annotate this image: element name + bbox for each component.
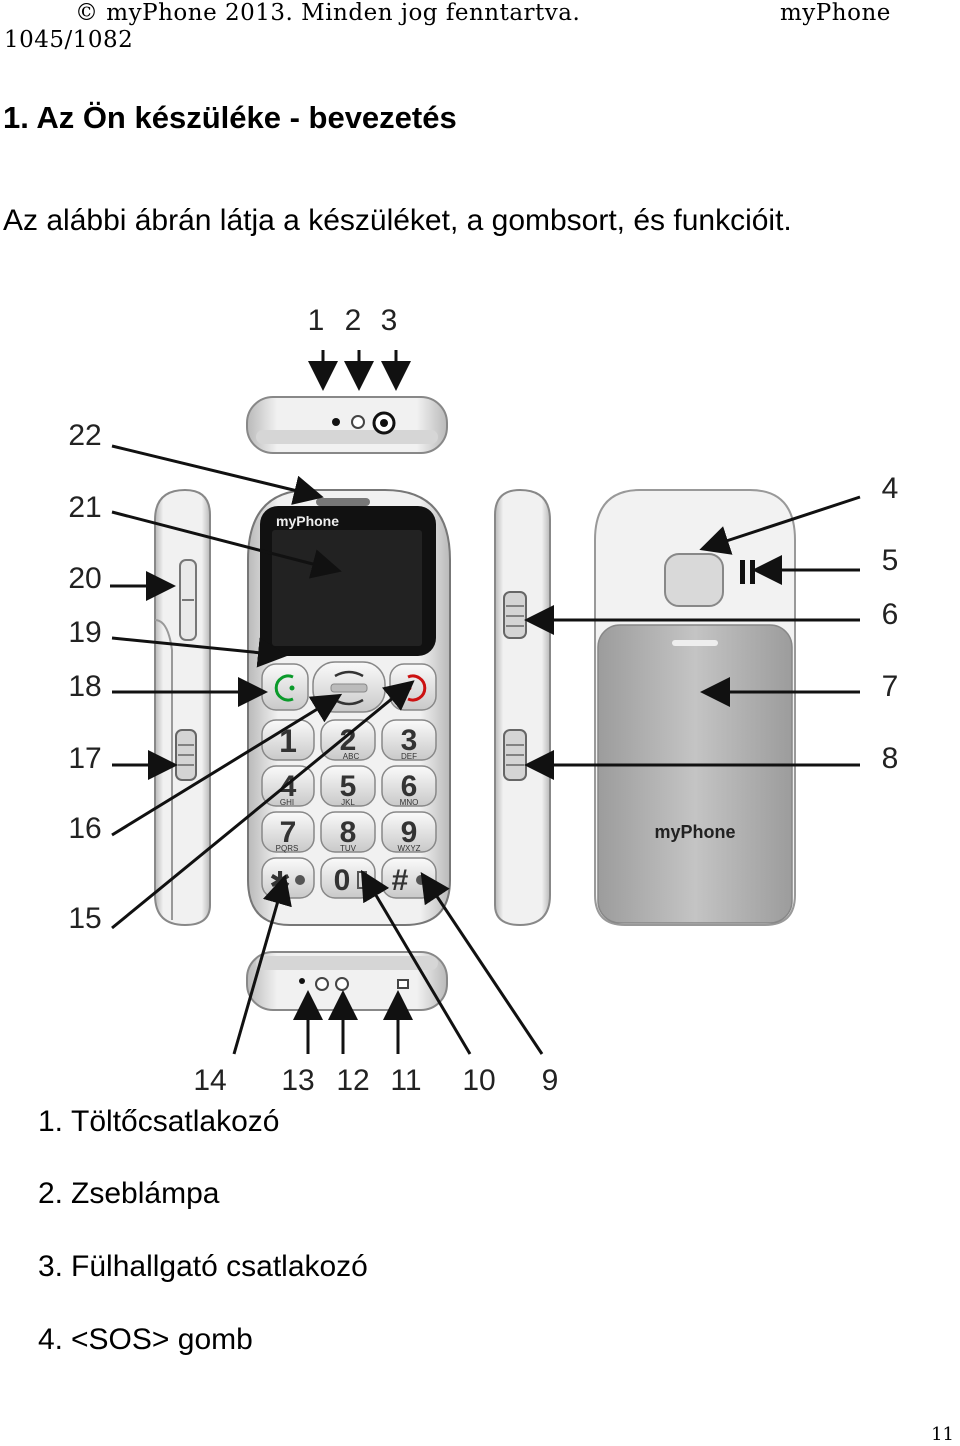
callout-14: 14 bbox=[193, 1064, 226, 1097]
phone-left-side-view bbox=[154, 488, 211, 927]
callout-18: 18 bbox=[68, 670, 101, 703]
callout-22: 22 bbox=[68, 419, 101, 452]
key-8-letters: TUV bbox=[340, 844, 357, 853]
battery-cover bbox=[597, 624, 793, 924]
callout-2: 2 bbox=[345, 304, 362, 337]
key-7-letters: PQRS bbox=[276, 844, 299, 853]
legend-item: 4.<SOS> gomb bbox=[38, 1323, 253, 1357]
callout-7: 7 bbox=[882, 670, 899, 703]
callout-1: 1 bbox=[308, 304, 325, 337]
legend-number: 3. bbox=[38, 1250, 64, 1283]
back-logo-text: myPhone bbox=[654, 822, 735, 842]
flashlight-switch-icon bbox=[503, 591, 527, 639]
callout-9: 9 bbox=[542, 1064, 559, 1097]
call-icon bbox=[274, 674, 294, 702]
page-number: 11 bbox=[931, 1424, 954, 1445]
key-1: 1 bbox=[279, 723, 297, 759]
callout-4: 4 bbox=[882, 472, 899, 505]
end-button bbox=[389, 663, 437, 711]
key-8: 8 bbox=[340, 816, 357, 849]
phone-top-view bbox=[246, 396, 448, 454]
callout-11: 11 bbox=[390, 1064, 421, 1097]
callout-16: 16 bbox=[68, 812, 101, 845]
legend-item: 2.Zseblámpa bbox=[38, 1177, 219, 1211]
key-9-letters: WXYZ bbox=[397, 844, 420, 853]
legend-number: 4. bbox=[38, 1323, 64, 1356]
key-7: 7 bbox=[280, 816, 297, 849]
key-5: 5 bbox=[340, 770, 357, 803]
phone-bottom-view bbox=[246, 951, 448, 1011]
section-title: 1. Az Ön készüléke - bevezetés bbox=[3, 100, 457, 135]
key-hash: # bbox=[392, 864, 409, 897]
legend-text: Fülhallgató csatlakozó bbox=[71, 1250, 368, 1283]
key-6-letters: MNO bbox=[400, 798, 419, 807]
callout-21: 21 bbox=[68, 491, 101, 524]
callout-13: 13 bbox=[281, 1064, 314, 1097]
legend-text: <SOS> gomb bbox=[71, 1323, 253, 1356]
logo-text: myPhone bbox=[276, 513, 339, 529]
key-4: 4 bbox=[280, 770, 297, 803]
key-6: 6 bbox=[401, 770, 418, 803]
key-2-letters: ABC bbox=[343, 752, 360, 761]
key-0: 0 bbox=[334, 864, 351, 897]
callout-17: 17 bbox=[68, 742, 101, 775]
legend-item: 3.Fülhallgató csatlakozó bbox=[38, 1250, 368, 1284]
key-4-letters: GHI bbox=[280, 798, 294, 807]
legend-text: Zseblámpa bbox=[71, 1177, 220, 1210]
callout-6: 6 bbox=[882, 598, 899, 631]
header-copyright: © myPhone 2013. Minden jog fenntartva. bbox=[75, 0, 581, 26]
phone-diagram: myPhone 1 2 ABC 3 DEF 4 GHI 5 JKL bbox=[68, 304, 898, 1097]
callout-20: 20 bbox=[68, 562, 101, 595]
key-3-letters: DEF bbox=[401, 752, 417, 761]
legend-number: 1. bbox=[38, 1105, 64, 1138]
phone-back-view: myPhone bbox=[594, 489, 796, 926]
callout-arrows bbox=[110, 350, 861, 1055]
charging-port-icon bbox=[332, 418, 340, 426]
legend-text: Töltőcsatlakozó bbox=[71, 1105, 280, 1138]
callout-19: 19 bbox=[68, 616, 101, 649]
callout-12: 12 bbox=[336, 1064, 369, 1097]
phone-right-side-view bbox=[494, 488, 551, 927]
callout-10: 10 bbox=[462, 1064, 495, 1097]
legend-number: 2. bbox=[38, 1177, 64, 1210]
legend-item: 1.Töltőcsatlakozó bbox=[38, 1105, 279, 1139]
speaker-icon bbox=[740, 560, 745, 584]
header-model: 1045/1082 bbox=[4, 27, 134, 53]
callout-8: 8 bbox=[882, 742, 899, 775]
callout-15: 15 bbox=[68, 902, 101, 935]
sos-button-icon bbox=[664, 553, 724, 607]
key-3: 3 bbox=[401, 724, 418, 757]
callout-5: 5 bbox=[882, 544, 899, 577]
call-button bbox=[261, 663, 309, 711]
callout-numbers: 1 2 3 4 5 6 7 8 9 10 11 12 13 14 15 16 1… bbox=[68, 304, 898, 1097]
key-9: 9 bbox=[401, 816, 418, 849]
earpiece-icon bbox=[316, 498, 370, 506]
phone-front-view: myPhone 1 2 ABC 3 DEF 4 GHI 5 JKL bbox=[247, 489, 451, 926]
key-5-letters: JKL bbox=[341, 798, 355, 807]
header-brand: myPhone bbox=[780, 0, 891, 26]
callout-3: 3 bbox=[381, 304, 398, 337]
flashlight-icon bbox=[351, 415, 365, 429]
intro-text: Az alábbi ábrán látja a készüléket, a go… bbox=[3, 204, 792, 237]
